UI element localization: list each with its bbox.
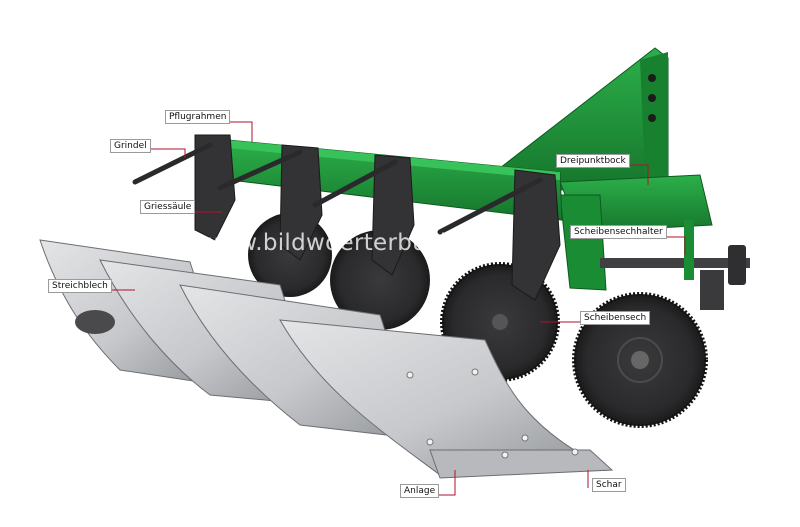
moldboards bbox=[39, 239, 614, 479]
label-griessaeule: Griessäule bbox=[140, 200, 196, 214]
label-pflugrahmen: Pflugrahmen bbox=[165, 110, 231, 124]
label-anlage: Anlage bbox=[400, 484, 440, 498]
watermark: www.bildwoerterbuch.com bbox=[200, 230, 513, 256]
plow-beams bbox=[132, 142, 543, 235]
label-scheibensech: Scheibensech bbox=[580, 311, 651, 325]
label-grindel: Grindel bbox=[110, 139, 151, 153]
label-dreipunktbock: Dreipunktbock bbox=[556, 154, 630, 168]
coulter-holder-bar bbox=[600, 220, 750, 310]
label-streichblech: Streichblech bbox=[48, 279, 112, 293]
plow-standards bbox=[194, 134, 561, 301]
label-scheibensechhalter: Scheibensechhalter bbox=[570, 225, 667, 239]
label-schar: Schar bbox=[592, 478, 626, 492]
